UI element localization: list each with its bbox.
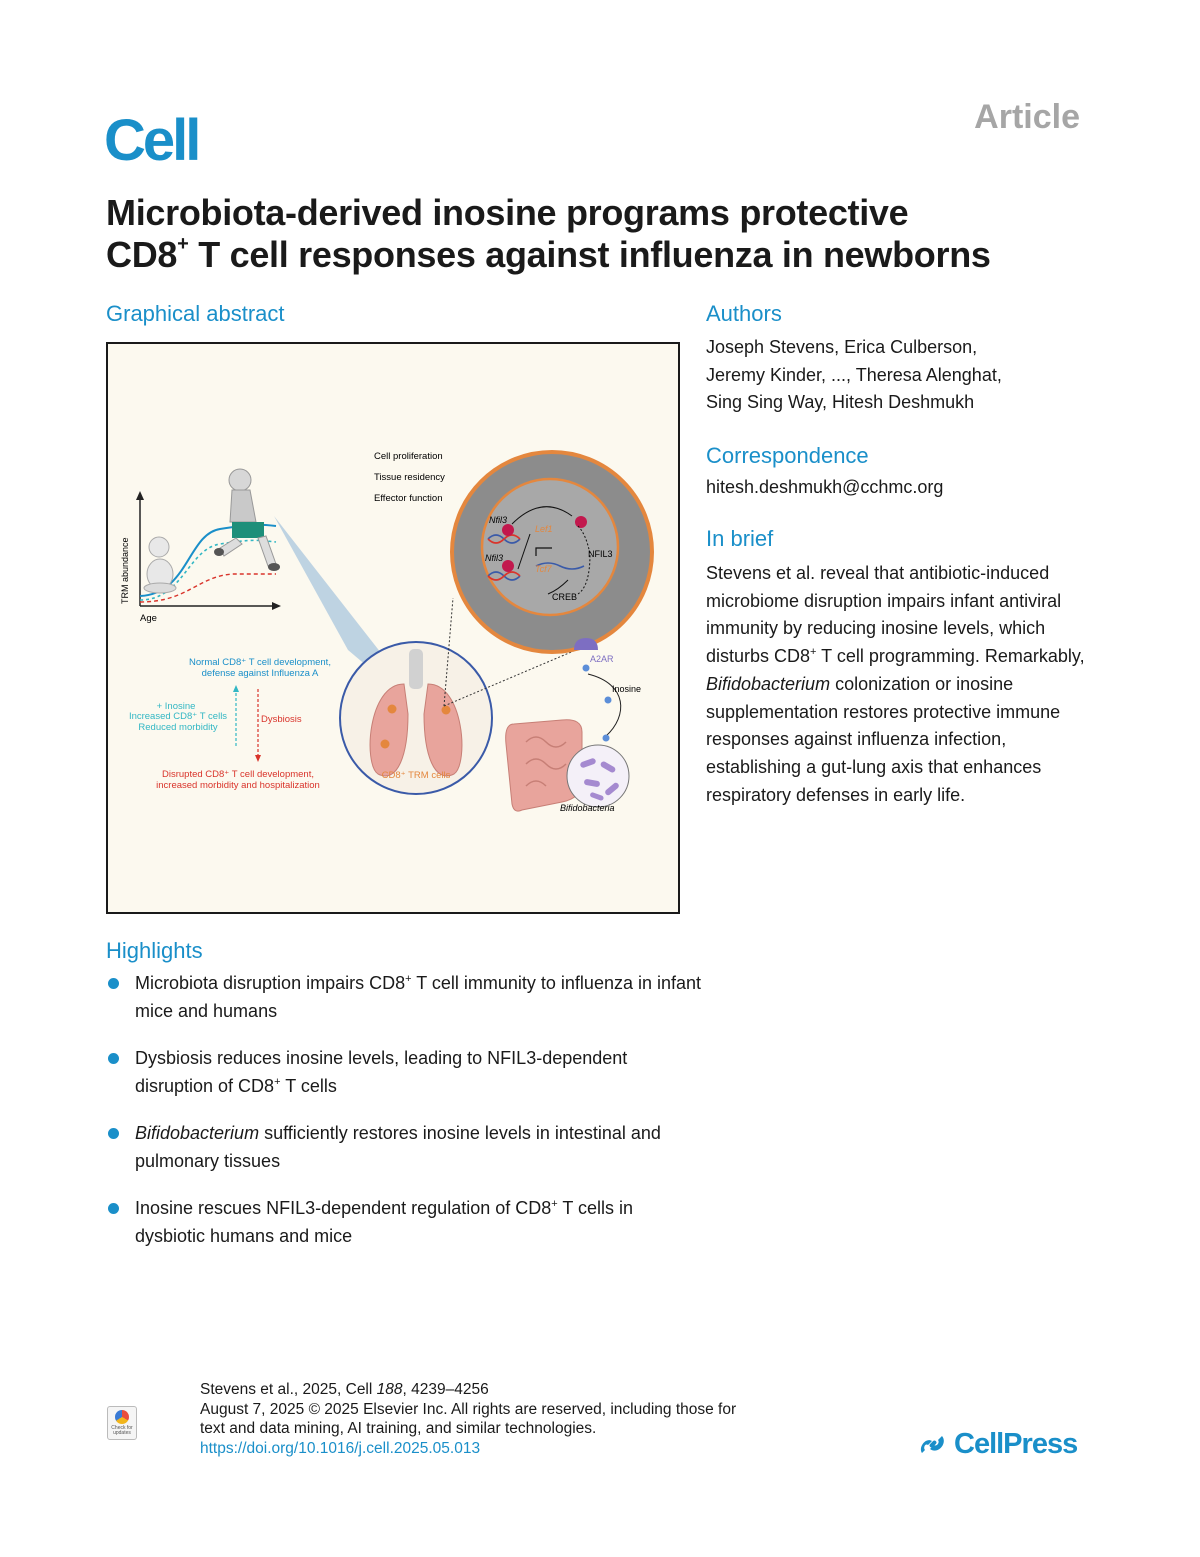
cellpress-text: CellPress: [954, 1428, 1078, 1460]
graphical-abstract-heading: Graphical abstract: [106, 301, 285, 326]
bullet-icon: [108, 1203, 119, 1214]
highlight-item: Bifidobacterium sufficiently restores in…: [106, 1120, 706, 1175]
in-brief-italic: Bifidobacterium: [706, 673, 831, 694]
trm-cells-label: CD8⁺ TRM cells: [382, 770, 451, 781]
check-for-updates-badge[interactable]: Check for updates: [107, 1406, 137, 1440]
child-illustration: [214, 468, 280, 571]
highlight-1-sup: +: [405, 973, 412, 985]
citation-line: Stevens et al., 2025, Cell 188, 4239–425…: [200, 1380, 820, 1400]
lef1-label: Lef1: [535, 524, 553, 534]
cellpress-icon: [920, 1435, 944, 1453]
in-brief-part-b: T cell programming. Remarkably,: [816, 646, 1085, 667]
inosine-text: + Inosine: [157, 701, 196, 712]
dysbiosis-curve: [139, 573, 276, 603]
highlight-item: Inosine rescues NFIL3-dependent regulati…: [106, 1195, 706, 1250]
inosine-dot-3: [602, 734, 610, 742]
tissue-residency-label: Tissue residency: [374, 472, 445, 483]
bifidobacteria-label: Bifidobacteria: [560, 803, 615, 813]
title-line-1: Microbiota-derived inosine programs prot…: [106, 192, 909, 233]
citation-part-a: Stevens et al., 2025, Cell: [200, 1381, 377, 1398]
copyright-line-1: August 7, 2025 © 2025 Elsevier Inc. All …: [200, 1400, 737, 1418]
inosine-path: [587, 673, 622, 737]
reduced-morbidity-text: Reduced morbidity: [138, 722, 217, 733]
author-line-2: Jeremy Kinder, ..., Theresa Alenghat,: [706, 364, 1002, 385]
citation-pages: , 4239–4256: [402, 1381, 489, 1398]
a2ar-receptor: [574, 638, 598, 650]
inosine-dot-1: [582, 664, 590, 672]
highlight-1-a: Microbiota disruption impairs CD8: [135, 973, 406, 993]
article-title: Microbiota-derived inosine programs prot…: [106, 192, 1106, 276]
effector-function-label: Effector function: [374, 493, 442, 504]
nfil3-gene-label-a: Nfil3: [489, 515, 507, 525]
dysbiosis-arrowhead: [255, 755, 261, 762]
in-brief-part-a: Stevens et al. reveal that antibiotic-in…: [706, 563, 1062, 667]
highlights-list: Microbiota disruption impairs CD8+ T cel…: [106, 970, 706, 1270]
normal-dev-line2: defense against Influenza A: [202, 668, 319, 679]
x-axis-arrow: [272, 602, 281, 610]
cell-proliferation-label: Cell proliferation: [374, 451, 443, 462]
dysbiosis-text: Dysbiosis: [261, 714, 302, 725]
highlight-4-a: Inosine rescues NFIL3-dependent regulati…: [135, 1198, 552, 1218]
title-line-2-post: T cell responses against influenza in ne…: [188, 234, 991, 275]
correspondence-email[interactable]: hitesh.deshmukh@cchmc.org: [706, 477, 944, 497]
highlight-4-sup: +: [551, 1198, 558, 1210]
check-updates-icon: [115, 1410, 129, 1424]
disrupted-line1: Disrupted CD8⁺ T cell development,: [162, 769, 314, 780]
highlight-3-italic: Bifidobacterium: [135, 1123, 260, 1143]
highlight-2-b: T cells: [280, 1075, 337, 1096]
bullet-icon: [108, 978, 119, 989]
y-axis-arrow: [136, 491, 144, 500]
in-brief-part-c: colonization or inosine supplementation …: [706, 673, 1061, 805]
citation-footer: Stevens et al., 2025, Cell 188, 4239–425…: [200, 1380, 820, 1459]
trm-cell-diagram: [450, 450, 654, 654]
title-superscript: +: [177, 233, 189, 255]
inosine-pathway-label: Inosine: [612, 684, 641, 694]
correspondence-heading: Correspondence: [706, 443, 869, 468]
article-type-label: Article: [974, 98, 1080, 136]
author-line-1: Joseph Stevens, Erica Culberson,: [706, 337, 978, 357]
cellpress-logo: CellPress: [918, 1428, 1078, 1461]
nfil3-gene-label-b: Nfil3: [485, 553, 503, 563]
authors-heading: Authors: [706, 301, 782, 326]
graphical-abstract-figure: TRM abundance Age Normal CD8⁺ T cell dev…: [106, 342, 680, 914]
bifidobacteria-illustration: [566, 744, 630, 808]
bullet-icon: [108, 1053, 119, 1064]
highlight-2-sup: +: [274, 1075, 281, 1088]
title-line-2-pre: CD8: [106, 234, 178, 275]
inosine-dot-2: [604, 696, 612, 704]
author-line-3: Sing Sing Way, Hitesh Deshmukh: [706, 392, 975, 412]
inosine-arrowhead: [233, 685, 239, 692]
x-axis-label: Age: [140, 613, 157, 624]
copyright-line-2: text and data mining, AI training, and s…: [200, 1420, 597, 1438]
nfil3-protein-label: NFIL3: [588, 549, 613, 559]
normal-dev-line1: Normal CD8⁺ T cell development,: [189, 657, 331, 668]
in-brief-text: Stevens et al. reveal that antibiotic-in…: [706, 560, 1086, 809]
highlight-2-a: Dysbiosis reduces inosine levels, leadin…: [135, 1048, 628, 1096]
highlights-heading: Highlights: [106, 938, 203, 963]
doi-link[interactable]: https://doi.org/10.1016/j.cell.2025.05.0…: [200, 1440, 481, 1458]
highlight-4-b: T cells in dysbiotic humans and mice: [135, 1198, 634, 1246]
a2ar-label: A2AR: [590, 654, 614, 664]
in-brief-heading: In brief: [706, 526, 774, 551]
infant-illustration: [143, 536, 177, 594]
journal-logo: Cell: [104, 108, 201, 173]
increased-cells-text: Increased CD8⁺ T cells: [129, 711, 227, 722]
in-brief-sup: +: [810, 646, 817, 659]
creb-label: CREB: [552, 592, 577, 602]
highlight-3-b: sufficiently restores inosine levels in …: [135, 1123, 661, 1171]
check-updates-text: Check for updates: [111, 1425, 133, 1436]
lung-illustration: [339, 641, 493, 795]
highlight-item: Dysbiosis reduces inosine levels, leadin…: [106, 1045, 706, 1100]
y-axis-label: TRM abundance: [120, 537, 130, 604]
tcf7-label: Tcf7: [535, 564, 553, 574]
highlight-1-b: T cell immunity to influenza in infant m…: [135, 973, 702, 1021]
bullet-icon: [108, 1128, 119, 1139]
intestine-illustration: [505, 719, 583, 812]
disrupted-line2: increased morbidity and hospitalization: [156, 780, 320, 791]
citation-volume: 188: [376, 1381, 403, 1398]
highlight-item: Microbiota disruption impairs CD8+ T cel…: [106, 970, 706, 1025]
author-list: Joseph Stevens, Erica Culberson, Jeremy …: [706, 334, 1086, 417]
